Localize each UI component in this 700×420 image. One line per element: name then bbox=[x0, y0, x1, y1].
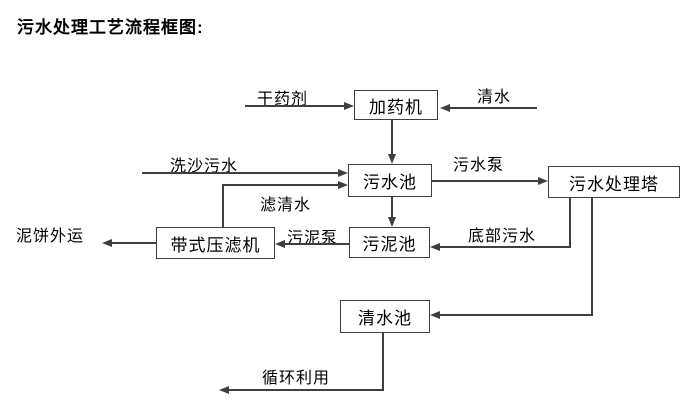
connector-sand-washing bbox=[142, 172, 339, 174]
arrowhead-right-icon bbox=[338, 169, 348, 177]
node-clean-water-pool-label: 清水池 bbox=[358, 309, 412, 328]
node-treatment-tower: 污水处理塔 bbox=[548, 166, 680, 198]
node-dosing-machine-label: 加药机 bbox=[369, 97, 423, 117]
connector-sludge-pump bbox=[284, 243, 349, 245]
node-sewage-pool-label: 污水池 bbox=[363, 173, 417, 192]
arrowhead-left-icon bbox=[440, 104, 450, 112]
arrowhead-left-icon bbox=[102, 239, 112, 247]
connector-filtered-water-riser bbox=[222, 184, 224, 227]
node-sludge-pool: 污泥池 bbox=[349, 227, 430, 258]
connector-filtered-water bbox=[222, 184, 339, 186]
connector-bottom-sewage-drop bbox=[569, 198, 571, 248]
connector-bottom-sewage bbox=[439, 246, 571, 248]
label-mud-cake-out: 泥饼外运 bbox=[16, 228, 85, 245]
node-dosing-machine: 加药机 bbox=[354, 90, 438, 120]
diagram-title: 污水处理工艺流程框图: bbox=[17, 18, 204, 37]
connector-clean-water bbox=[449, 107, 537, 109]
arrowhead-right-icon bbox=[538, 177, 548, 185]
connector-recycle-drop bbox=[382, 333, 384, 390]
arrowhead-down-icon bbox=[388, 217, 396, 227]
arrowhead-left-icon bbox=[275, 240, 285, 248]
connector-sewage-pump bbox=[432, 180, 539, 182]
node-treatment-tower-label: 污水处理塔 bbox=[569, 174, 659, 194]
node-belt-filter-press: 带式压滤机 bbox=[156, 227, 275, 259]
connector-mud-cake bbox=[111, 242, 156, 244]
connector-dosing-to-sewage bbox=[391, 120, 393, 156]
connector-sewage-to-sludge bbox=[391, 197, 393, 219]
arrowhead-left-icon bbox=[430, 311, 440, 319]
node-clean-water-pool: 清水池 bbox=[340, 300, 430, 333]
node-belt-filter-press-label: 带式压滤机 bbox=[170, 235, 261, 255]
label-bottom-sewage: 底部污水 bbox=[468, 228, 537, 245]
node-sludge-pool-label: 污泥池 bbox=[362, 235, 417, 254]
label-recycle-use: 循环利用 bbox=[262, 370, 331, 387]
label-clean-water: 清水 bbox=[477, 89, 512, 106]
label-sand-washing-sewage: 洗沙污水 bbox=[170, 158, 239, 175]
node-sewage-pool: 污水池 bbox=[348, 164, 432, 197]
connector-tower-to-clean-pool bbox=[439, 314, 593, 316]
label-sludge-pump: 污泥泵 bbox=[287, 230, 339, 247]
arrowhead-right-icon bbox=[338, 181, 348, 189]
arrowhead-right-icon bbox=[344, 102, 354, 110]
connector-recycle bbox=[228, 389, 384, 391]
label-dry-agent: 干药剂 bbox=[257, 91, 309, 108]
label-sewage-pump: 污水泵 bbox=[453, 157, 505, 174]
arrowhead-left-icon bbox=[430, 243, 440, 251]
connector-tower-drop bbox=[591, 198, 593, 315]
label-filtered-water: 滤清水 bbox=[260, 197, 312, 214]
arrowhead-left-icon bbox=[219, 386, 229, 394]
connector-dry-agent bbox=[245, 105, 345, 107]
arrowhead-down-icon bbox=[388, 154, 396, 164]
